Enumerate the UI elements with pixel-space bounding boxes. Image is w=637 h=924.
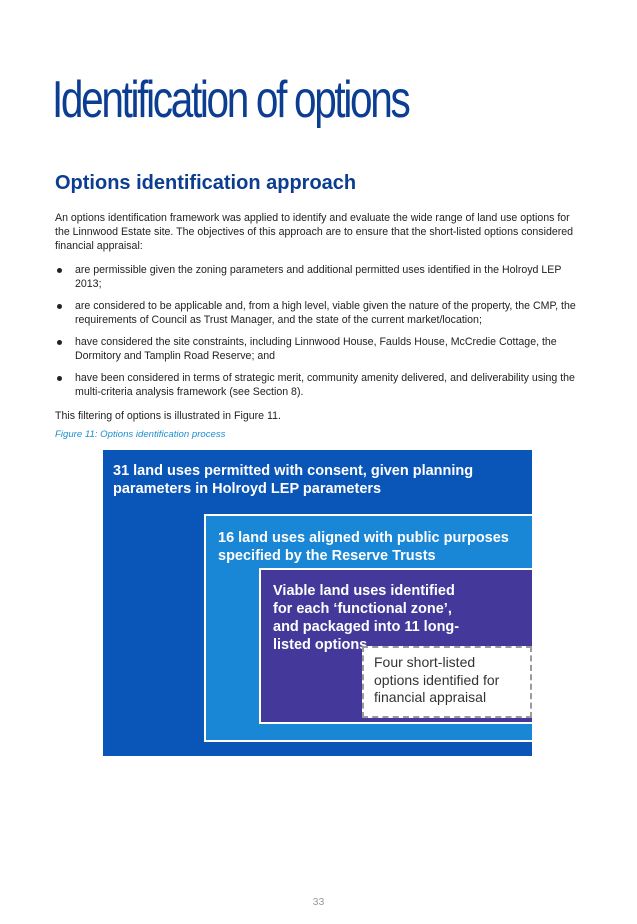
list-item-text: have considered the site constraints, in… [75,336,557,362]
list-item-text: are permissible given the zoning paramet… [75,264,562,290]
list-item: are considered to be applicable and, fro… [55,299,585,327]
bullet-icon [57,376,62,381]
list-item-text: are considered to be applicable and, fro… [75,300,576,326]
list-item: are permissible given the zoning paramet… [55,263,585,291]
filter-note: This filtering of options is illustrated… [55,410,281,422]
bullet-icon [57,268,62,273]
page-title: Identification of options [52,71,411,129]
inner-box-label: Viable land uses identified for each ‘fu… [273,583,460,653]
figure-caption: Figure 11: Options identification proces… [55,429,226,440]
bullet-icon [57,340,62,345]
page-number: 33 [312,896,325,908]
core-box-short-listed: Four short-listed options identified for… [362,646,532,718]
list-item: have been considered in terms of strateg… [55,371,585,399]
section-heading: Options identification approach [55,172,357,194]
bullet-icon [57,304,62,309]
options-process-diagram: 31 land uses permitted with consent, giv… [103,450,532,756]
mid-box-label: 16 land uses aligned with public purpose… [218,530,509,564]
list-item: have considered the site constraints, in… [55,335,585,363]
objectives-list: are permissible given the zoning paramet… [55,263,585,407]
outer-box-label: 31 land uses permitted with consent, giv… [113,463,474,497]
intro-paragraph: An options identification framework was … [55,212,574,252]
core-box-label: Four short-listed options identified for… [374,654,500,705]
list-item-text: have been considered in terms of strateg… [75,372,575,398]
